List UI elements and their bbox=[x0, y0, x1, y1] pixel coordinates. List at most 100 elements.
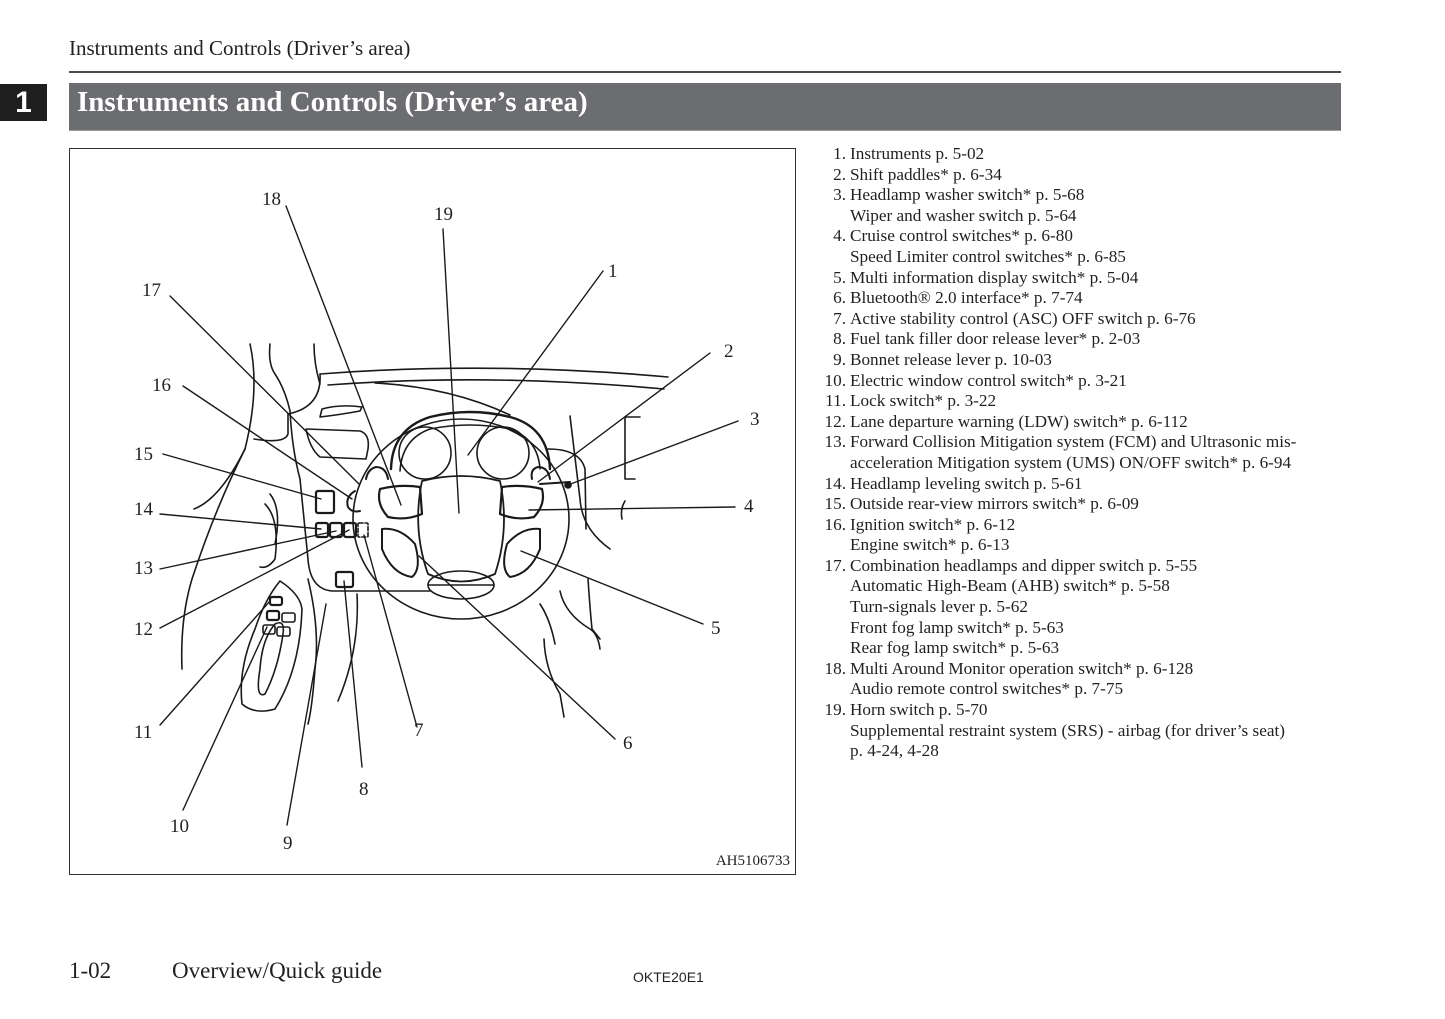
leader-16 bbox=[182, 385, 353, 500]
wiper-stalk bbox=[539, 481, 571, 485]
legend-item: 17.Combination headlamps and dipper swit… bbox=[814, 556, 1334, 659]
leader-7 bbox=[363, 534, 418, 728]
airbag-pad bbox=[417, 475, 505, 583]
right-vent bbox=[624, 416, 641, 480]
right-column-line bbox=[539, 603, 556, 645]
mirror-switch bbox=[314, 489, 336, 515]
legend-item: 9.Bonnet release lever p. 10-03 bbox=[814, 350, 1334, 371]
dashboard-illustration bbox=[159, 205, 739, 826]
leader-8 bbox=[343, 580, 363, 768]
legend-item-text: Lane departure warning (LDW) switch* p. … bbox=[846, 412, 1188, 433]
legend-item-number: 11. bbox=[825, 391, 846, 411]
callout-7: 7 bbox=[414, 720, 424, 741]
legend-item-text: Forward Collision Mitigation system (FCM… bbox=[846, 432, 1296, 473]
leader-9 bbox=[286, 603, 327, 826]
callout-5: 5 bbox=[711, 618, 721, 639]
legend-item-number: 8. bbox=[833, 329, 846, 349]
legend-line: Multi Around Monitor operation switch* p… bbox=[850, 658, 1194, 678]
callout-18: 18 bbox=[262, 189, 281, 210]
legend-item: 12.Lane departure warning (LDW) switch* … bbox=[814, 412, 1334, 433]
legend-item-text: Outside rear-view mirrors switch* p. 6-0… bbox=[846, 494, 1139, 515]
legend-item: 7.Active stability control (ASC) OFF swi… bbox=[814, 309, 1334, 330]
legend-item: 10.Electric window control switch* p. 3-… bbox=[814, 371, 1334, 392]
legend-line: Headlamp leveling switch p. 5-61 bbox=[850, 473, 1083, 493]
leader-18 bbox=[285, 205, 402, 506]
leader-12 bbox=[159, 529, 350, 629]
legend-line: Turn-signals lever p. 5-62 bbox=[850, 597, 1028, 617]
right-lower-line bbox=[543, 638, 565, 718]
callout-1: 1 bbox=[608, 261, 618, 282]
legend-item-text: Fuel tank filler door release lever* p. … bbox=[846, 329, 1140, 350]
legend-line: Supplemental restraint system (SRS) - ai… bbox=[850, 720, 1285, 740]
callout-13: 13 bbox=[134, 558, 153, 579]
legend-item-text: Bluetooth® 2.0 interface* p. 7-74 bbox=[846, 288, 1083, 309]
leader-14 bbox=[159, 513, 322, 530]
right-dash-edge bbox=[569, 415, 611, 550]
callout-10: 10 bbox=[170, 816, 189, 837]
legend-item: 5.Multi information display switch* p. 5… bbox=[814, 268, 1334, 289]
legend-item-number: 1. bbox=[833, 144, 846, 163]
leader-1 bbox=[467, 270, 604, 456]
callout-15: 15 bbox=[134, 444, 153, 465]
legend-item-text: Multi information display switch* p. 5-0… bbox=[846, 268, 1138, 289]
callout-4: 4 bbox=[744, 496, 754, 517]
speedometer bbox=[476, 426, 530, 480]
dash-upper-edge bbox=[327, 379, 665, 390]
leader-2 bbox=[537, 352, 711, 483]
legend-item-number: 18. bbox=[824, 658, 846, 678]
legend-item-number: 16. bbox=[824, 514, 846, 534]
leader-4 bbox=[528, 506, 736, 511]
legend-line: Lock switch* p. 3-22 bbox=[850, 391, 997, 411]
legend-item: 18.Multi Around Monitor operation switch… bbox=[814, 659, 1334, 700]
leader-13 bbox=[159, 530, 337, 570]
legend-line: Horn switch p. 5-70 bbox=[850, 700, 988, 720]
legend-item-text: Headlamp leveling switch p. 5-61 bbox=[846, 474, 1082, 495]
a-pillar-inner bbox=[268, 343, 291, 412]
legend-line: Speed Limiter control switches* p. 6-85 bbox=[850, 246, 1126, 266]
legend-line: Front fog lamp switch* p. 5-63 bbox=[850, 617, 1064, 637]
legend-item-number: 4. bbox=[833, 226, 846, 246]
callout-9: 9 bbox=[283, 833, 293, 854]
legend-item: 2.Shift paddles* p. 6-34 bbox=[814, 165, 1334, 186]
right-shift-paddle bbox=[530, 466, 551, 480]
callout-12: 12 bbox=[134, 619, 153, 640]
cruise-control-switches bbox=[498, 484, 545, 520]
asc-off-switch bbox=[357, 522, 369, 538]
legend-line: acceleration Mitigation system (UMS) ON/… bbox=[850, 452, 1292, 472]
callout-17: 17 bbox=[142, 280, 161, 301]
legend-line: p. 4-24, 4-28 bbox=[850, 741, 939, 761]
door-trim-line bbox=[269, 493, 279, 545]
legend-item-number: 13. bbox=[824, 432, 846, 452]
legend-line: Rear fog lamp switch* p. 5-63 bbox=[850, 638, 1060, 658]
legend-line: Engine switch* p. 6-13 bbox=[850, 535, 1010, 555]
a-pillar-edge bbox=[313, 343, 321, 385]
leader-15 bbox=[162, 453, 322, 500]
legend-item-number: 12. bbox=[824, 411, 846, 431]
bluetooth-switches bbox=[381, 527, 419, 578]
legend-line: Ignition switch* p. 6-12 bbox=[850, 514, 1016, 534]
legend-line: Instruments p. 5-02 bbox=[850, 144, 985, 163]
legend-item-text: Instruments p. 5-02 bbox=[846, 144, 984, 165]
legend-line: Shift paddles* p. 6-34 bbox=[850, 164, 1002, 184]
right-knee-line bbox=[587, 578, 601, 640]
left-vent-slot-1 bbox=[319, 405, 363, 418]
leader-5 bbox=[520, 550, 704, 625]
legend-item-number: 7. bbox=[833, 308, 846, 328]
legend-item-text: Shift paddles* p. 6-34 bbox=[846, 165, 1002, 186]
dashboard-figure: 1 2 3 4 5 6 7 8 9 10 11 12 13 14 15 16 1… bbox=[69, 148, 796, 875]
chapter-tab[interactable]: 1 bbox=[0, 84, 47, 121]
legend-line: Audio remote control switches* p. 7-75 bbox=[850, 679, 1124, 699]
legend-item: 8.Fuel tank filler door release lever* p… bbox=[814, 329, 1334, 350]
legend-item-number: 2. bbox=[833, 164, 846, 184]
footer-section: Overview/Quick guide bbox=[172, 958, 383, 983]
legend-item-number: 5. bbox=[833, 267, 846, 287]
legend-line: Automatic High-Beam (AHB) switch* p. 5-5… bbox=[850, 576, 1170, 596]
legend-item-number: 15. bbox=[824, 494, 846, 514]
legend-line: Lane departure warning (LDW) switch* p. … bbox=[850, 411, 1188, 431]
legend-item: 13.Forward Collision Mitigation system (… bbox=[814, 432, 1334, 473]
left-lower-dash bbox=[289, 410, 431, 592]
